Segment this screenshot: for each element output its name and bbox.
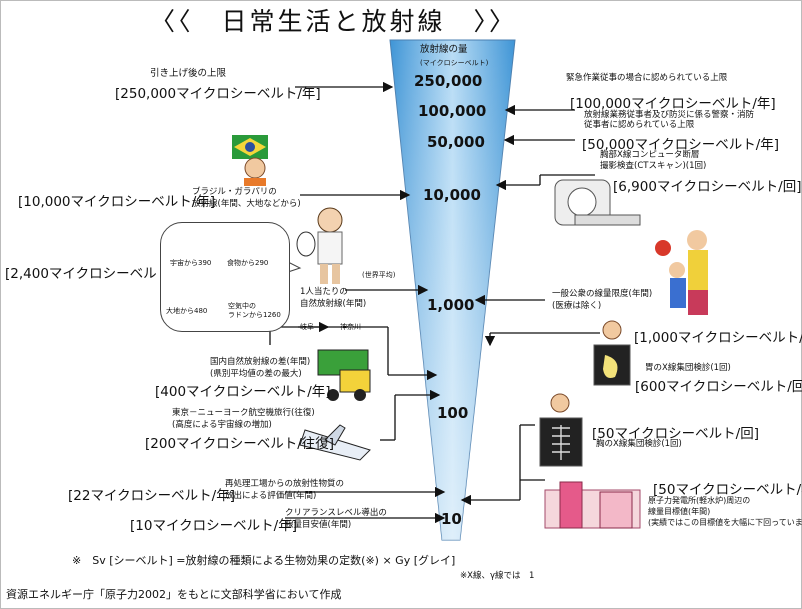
food-label: 食物から290 (227, 259, 269, 267)
natural-value: [2,400マイクロシーベルト/年] (5, 266, 194, 282)
level-50000: 50,000 (427, 133, 485, 151)
chest-note: 胸のX線集団検診(1回) (596, 439, 682, 449)
stomach-value: [600マイクロシーベルト/回] (635, 379, 802, 395)
stomach-note: 胃のX線集団検診(1回) (645, 363, 731, 373)
tennis-woman-illustration (296, 207, 343, 284)
flight-note: 東京－ニューヨーク航空機旅行(往復) (高度による宇宙線の増加) (172, 408, 315, 430)
public-value: [1,000マイクロシーベルト/年] (634, 330, 802, 346)
power-plant-illustration (544, 481, 641, 529)
funnel-subheader: (マイクロシーベルト) (420, 59, 489, 67)
source-note: 資源エネルギー庁「原子力2002」をもとに文部科学省において作成 (6, 588, 342, 601)
domestic-value: [400マイクロシーベルト/年] (155, 384, 331, 400)
kanagawa-label: 神奈川 (340, 323, 361, 331)
ct-note: 胸部X線コンピュータ断層 撮影検査(CTスキャン)(1回) (600, 150, 707, 171)
page-title: 〈〈 日常生活と放射線 〉〉 (150, 7, 518, 36)
sievert-definition: ※ Sv [シーベルト] =放射線の種類による生物効果の定数(※) × Gy [… (72, 554, 456, 567)
chest-xray-illustration (539, 393, 583, 467)
emergency-note: 緊急作業従事の場合に認められている上限 (566, 73, 728, 83)
emergency-value: [100,000マイクロシーベルト/年] (570, 96, 776, 112)
family-illustration (655, 230, 708, 315)
earth-label: 大地から480 (166, 307, 208, 315)
public-note: 一般公衆の線量限度(年間) (医療は除く) (552, 289, 653, 311)
reprocess-value: [22マイクロシーベルト/年] (68, 488, 235, 504)
level-100000: 100,000 (418, 102, 487, 120)
air-label: 空気中の ラドンから1260 (228, 302, 281, 319)
flight-value: [200マイクロシーベルト/往復] (145, 436, 335, 452)
level-250000: 250,000 (414, 72, 483, 90)
natural-sources-box (160, 222, 290, 332)
clearance-value: [10マイクロシーベルト/年] (130, 518, 297, 534)
ct-scanner-illustration (554, 179, 641, 226)
domestic-note: 国内自然放射線の差(年間) (県別平均値の差の最大) (210, 357, 311, 379)
ct-value: [6,900マイクロシーベルト/回] (613, 179, 802, 195)
plant-note: 原子力発電所(軽水炉)周辺の 線量目標値(年間) (実績ではこの目標値を大幅に下… (648, 496, 802, 527)
funnel-header: 放射線の量 (420, 44, 468, 55)
brazil-illustration (232, 135, 268, 186)
chest-value: [50マイクロシーベルト/回] (592, 426, 759, 442)
worker-value: [50,000マイクロシーベルト/年] (582, 137, 780, 153)
upper-limit-note: 引き上げ後の上限 (150, 68, 227, 79)
level-10000: 10,000 (423, 186, 481, 204)
level-10: 10 (441, 510, 462, 528)
right-arrows (460, 104, 600, 506)
level-1000: 1,000 (427, 296, 475, 314)
upper-limit-value: [250,000マイクロシーベルト/年] (115, 86, 321, 102)
worker-note: 放射線業務従事者及び防災に係る警察・消防 従事者に認められている上限 (584, 110, 755, 130)
truck-illustration (317, 349, 371, 401)
gifu-label: 岐阜 (300, 323, 314, 331)
brazil-note: ブラジル・ガラパリの 放射線(年間、大地などから) (192, 187, 301, 209)
plant-value: [50マイクロシーベルト/年] (653, 482, 802, 498)
reprocess-note: 再処理工場からの放射性物質の 放出による評価値(年間) (225, 479, 345, 501)
xray-note: ※X線、γ線では 1 (460, 571, 535, 581)
clearance-note: クリアランスレベル導出の 線量目安値(年間) (285, 508, 387, 530)
airplane-illustration (299, 424, 371, 461)
world-average-label: (世界平均) (362, 271, 396, 279)
level-100: 100 (437, 404, 469, 422)
space-label: 宇宙から390 (170, 259, 212, 267)
stomach-xray-illustration (593, 320, 631, 386)
brazil-value: [10,000マイクロシーベルト/年] (18, 194, 216, 210)
per-person-note: 1人当たりの 自然放射線(年間) (300, 287, 367, 309)
